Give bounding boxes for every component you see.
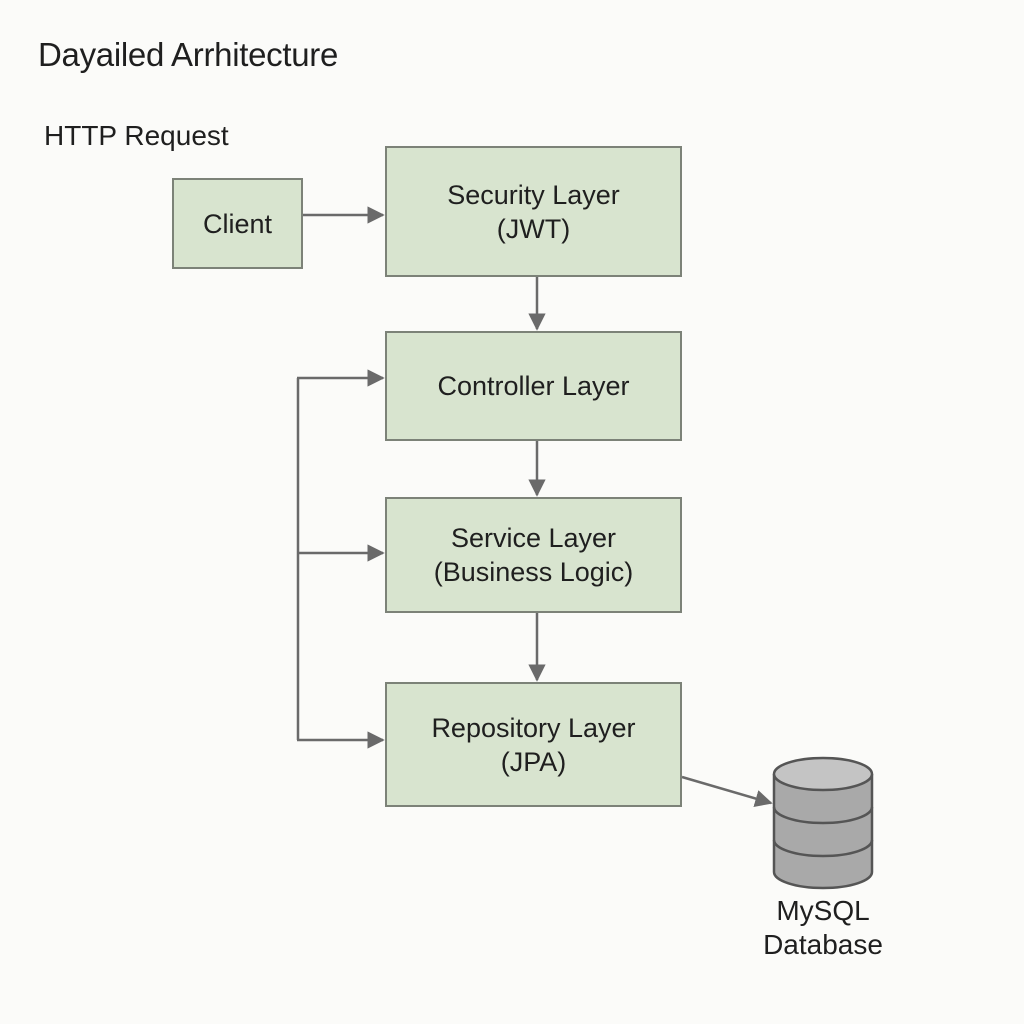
service-layer-label: Service Layer — [450, 523, 617, 553]
client-box: Client — [172, 178, 303, 269]
service-layer-sublabel: (Business Logic) — [433, 557, 634, 587]
database-label: MySQL — [776, 895, 870, 926]
database-sublabel: Database — [763, 929, 883, 960]
arrow-repository-to-database — [681, 775, 773, 807]
controller-layer-label: Controller Layer — [437, 371, 630, 401]
repository-layer-label: Repository Layer — [431, 712, 636, 743]
diagram-title: Dayailed Arrhitecture — [38, 36, 339, 73]
database-icon — [772, 756, 874, 890]
controller-layer-box: Controller Layer — [385, 331, 682, 441]
http-request-label: HTTP Request — [44, 120, 229, 151]
security-layer-sublabel: (JWT) — [496, 213, 571, 244]
client-label: Client — [202, 208, 273, 239]
service-layer-box: Service Layer (Business Logic) — [385, 497, 682, 613]
security-layer-box: Security Layer (JWT) — [385, 146, 682, 277]
security-layer-label: Security Layer — [447, 179, 620, 210]
repository-layer-box: Repository Layer (JPA) — [385, 682, 682, 807]
repository-layer-sublabel: (JPA) — [500, 746, 567, 777]
